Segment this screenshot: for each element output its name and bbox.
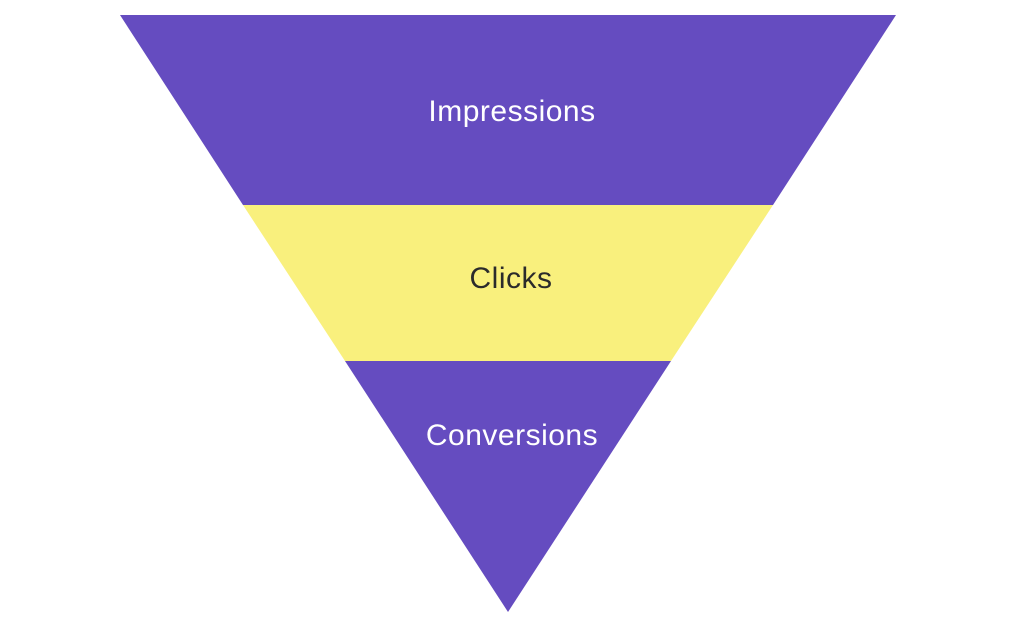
funnel-segment-impressions (120, 15, 896, 205)
segment-label-conversions: Conversions (426, 419, 598, 452)
funnel-segment-clicks (243, 205, 773, 361)
funnel-segment-conversions (345, 361, 671, 612)
segment-label-impressions: Impressions (428, 95, 595, 128)
segment-label-clicks: Clicks (470, 262, 553, 295)
